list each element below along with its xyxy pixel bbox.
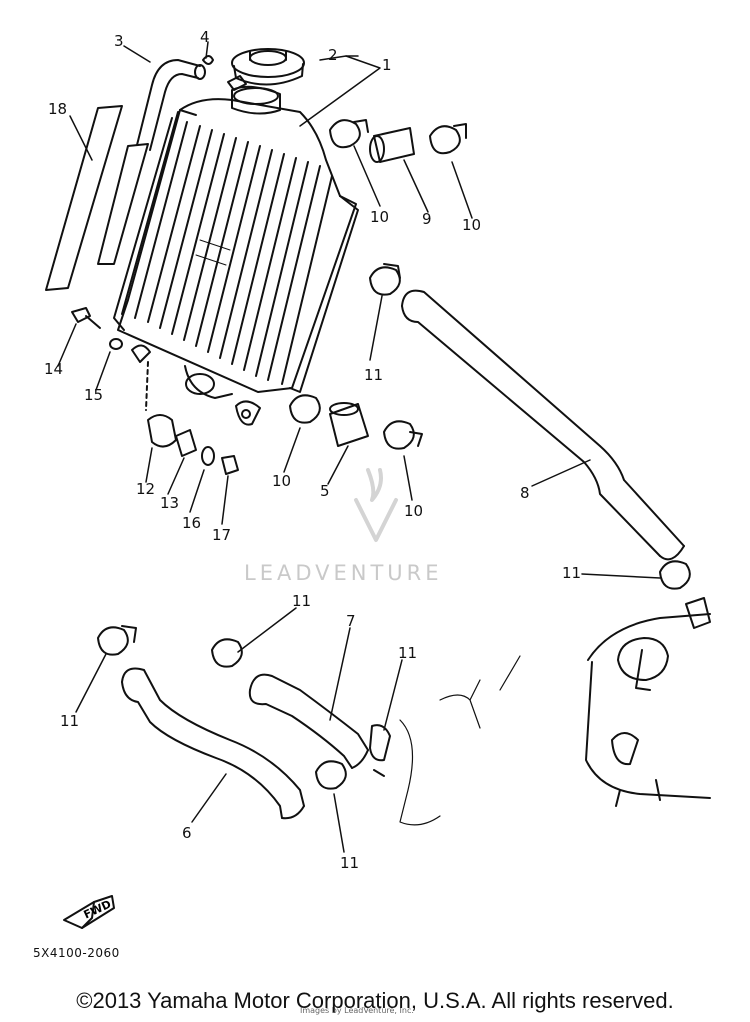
protector-strip-part: [45, 105, 149, 291]
callout-12: 12: [136, 480, 156, 498]
callout-10-upper-right: 10: [462, 216, 482, 234]
lower-hose-7-part: [211, 638, 391, 790]
long-hose-part: [369, 263, 711, 629]
callout-11-center-right: 11: [398, 644, 418, 662]
watermark-text: LEADVENTURE: [244, 561, 443, 585]
callout-10-upper-left: 10: [370, 208, 390, 226]
callout-13: 13: [160, 494, 180, 512]
callout-11-upper: 11: [364, 366, 384, 384]
callout-6: 6: [182, 824, 192, 842]
lower-hose-6-part: [97, 625, 305, 820]
callout-3: 3: [114, 32, 124, 50]
callout-7: 7: [346, 612, 356, 630]
engine-outline: [399, 613, 711, 826]
callout-4: 4: [200, 28, 210, 46]
callout-11-bottom: 11: [340, 854, 360, 872]
callout-14: 14: [44, 360, 64, 378]
upper-short-hose-part: [329, 119, 467, 163]
callout-16: 16: [182, 514, 202, 532]
callout-11-top-center: 11: [292, 592, 312, 610]
callout-15: 15: [84, 386, 104, 404]
middle-short-hose-part: [289, 394, 423, 450]
mount-hardware-part: [145, 361, 239, 475]
callout-1: 1: [382, 56, 392, 74]
callout-11-right: 11: [562, 564, 582, 582]
fine-print: Images by LeadVenture, Inc.: [300, 1006, 414, 1015]
overflow-hose-part: [136, 59, 206, 151]
callout-18: 18: [48, 100, 68, 118]
callout-2: 2: [328, 46, 338, 64]
copyright-notice: ©2013 Yamaha Motor Corporation, U.S.A. A…: [76, 988, 674, 1013]
bolt-part: [71, 307, 123, 350]
callout-8: 8: [520, 484, 530, 502]
callout-11-left: 11: [60, 712, 80, 730]
radiator-assembly: [113, 75, 359, 426]
fwd-arrow-icon: [63, 895, 115, 929]
callout-17: 17: [212, 526, 232, 544]
watermark-logo: [354, 468, 398, 542]
callout-10-middle-left: 10: [272, 472, 292, 490]
clip-part: [202, 55, 214, 65]
leader-lines: [57, 41, 661, 853]
part-code: 5X4100-2060: [33, 946, 120, 960]
callout-9: 9: [422, 210, 432, 228]
callout-5: 5: [320, 482, 330, 500]
radiator-cap-part: [231, 48, 305, 86]
callout-10-middle-right: 10: [404, 502, 424, 520]
